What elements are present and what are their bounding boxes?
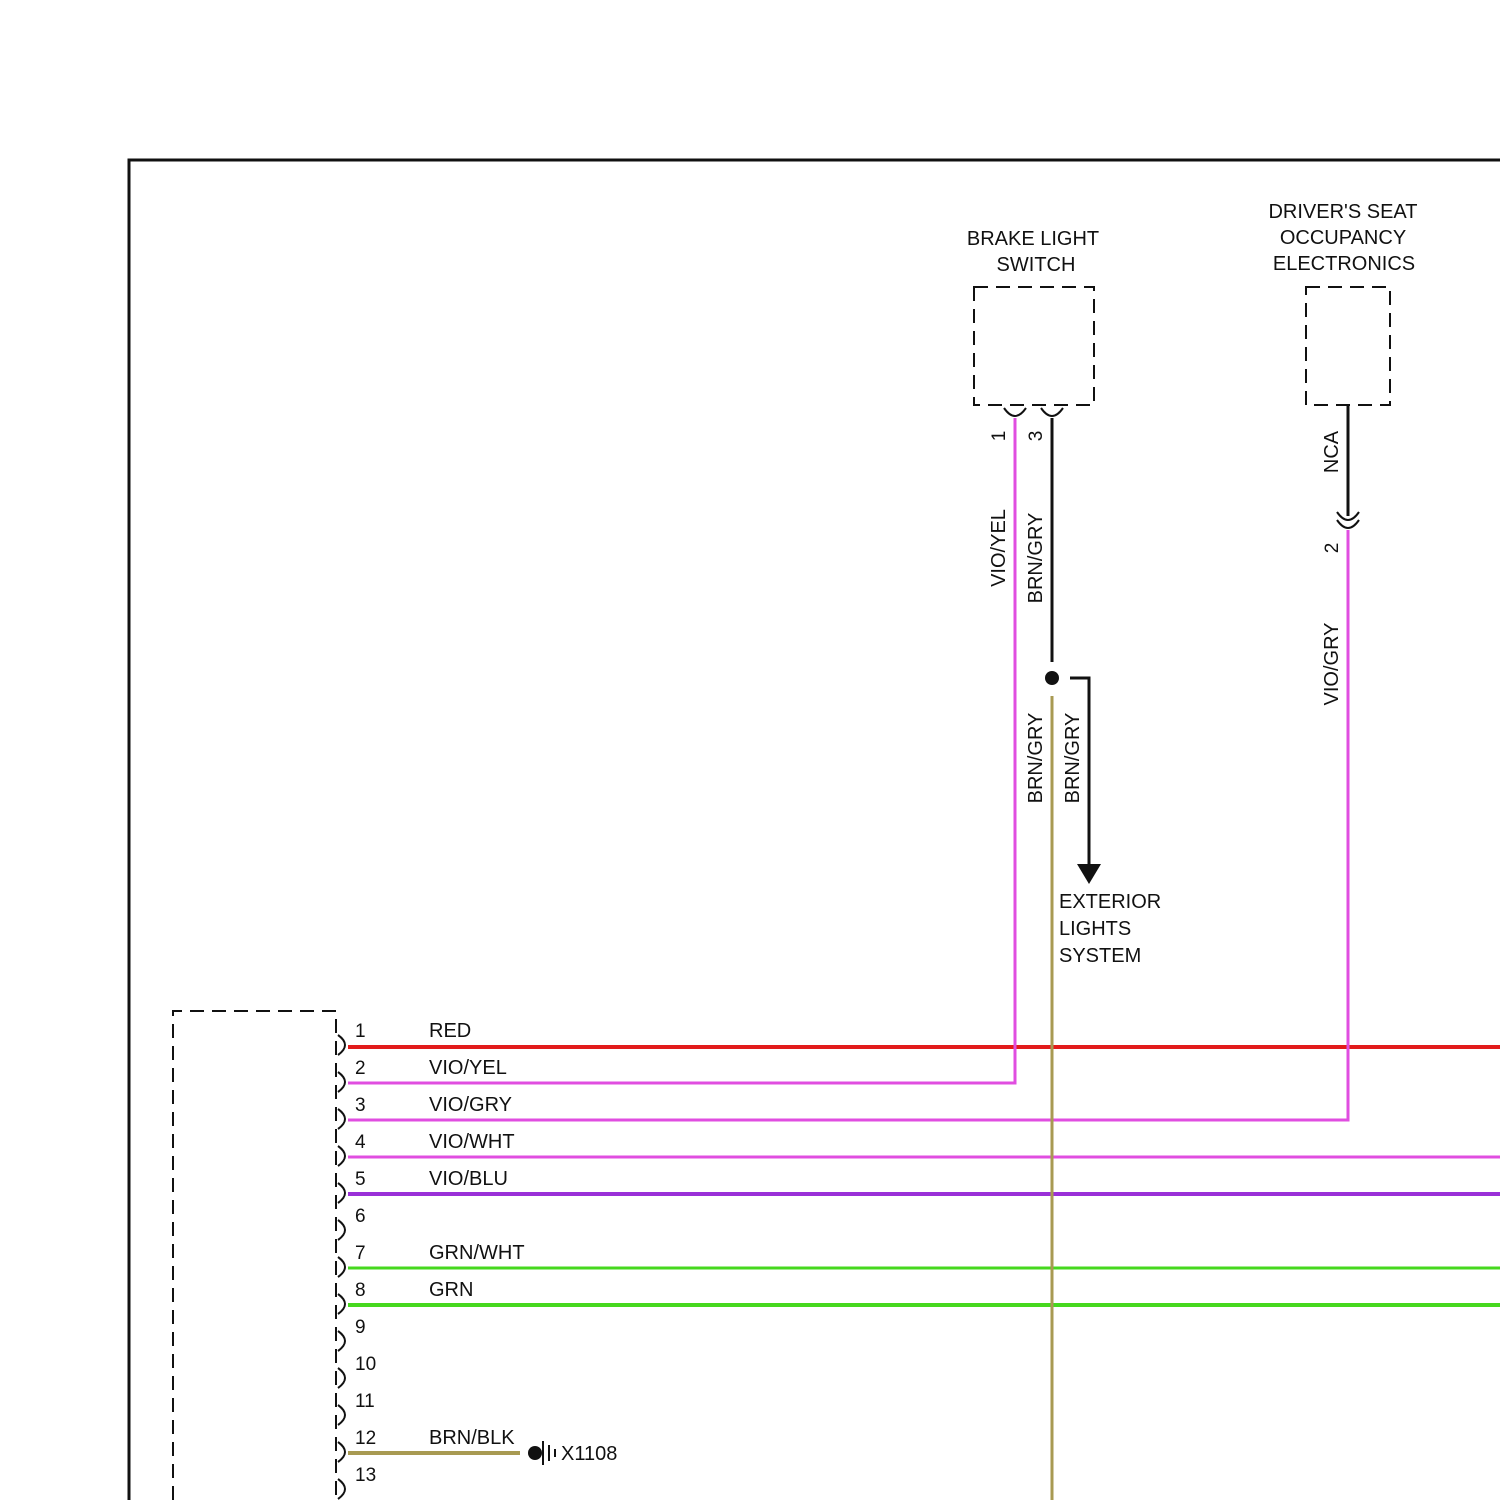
- connector-pin-1-number: 1: [355, 1021, 366, 1042]
- connector-pin-5-symbol: [338, 1183, 345, 1203]
- connector-pin-2-wire-label: VIO/YEL: [429, 1057, 507, 1079]
- seat-pin2-number: 2: [1322, 543, 1343, 554]
- brake-pin1-number: 1: [989, 431, 1010, 442]
- diagram-frame: [129, 160, 1500, 1500]
- connector-pin-7-symbol: [338, 1257, 345, 1277]
- seat-wire-label: VIO/GRY: [1321, 623, 1343, 706]
- brake-pin1-connector-symbol: [1004, 408, 1026, 416]
- ground-dot: [528, 1446, 542, 1460]
- connector-pin-9-number: 9: [355, 1317, 366, 1338]
- connector-pin-2-number: 2: [355, 1058, 366, 1079]
- exterior-lights-label-1: EXTERIOR: [1059, 891, 1161, 913]
- connector-pin-4-wire-label: VIO/WHT: [429, 1131, 515, 1153]
- exterior-lights-arrow: [1077, 864, 1101, 884]
- seat-label-1: DRIVER'S SEAT: [1268, 201, 1417, 223]
- brake-pin3-wire-label: BRN/GRY: [1025, 513, 1047, 604]
- connector-pin-8-wire-label: GRN: [429, 1279, 473, 1301]
- seat-label-2: OCCUPANCY: [1280, 227, 1406, 249]
- seat-nca-label: NCA: [1321, 430, 1343, 473]
- seat-label-3: ELECTRONICS: [1273, 253, 1415, 275]
- connector-pin-4-symbol: [338, 1146, 345, 1166]
- connector-pin-10-number: 10: [355, 1354, 376, 1375]
- connector-pin-7-number: 7: [355, 1243, 366, 1264]
- connector-pin-6-number: 6: [355, 1206, 366, 1227]
- pin3-wire: [348, 530, 1348, 1120]
- connector-pin-2-symbol: [338, 1072, 345, 1092]
- connector-pin-8-symbol: [338, 1294, 345, 1314]
- splice-dot: [1045, 671, 1059, 685]
- exterior-lights-wire-label: BRN/GRY: [1062, 713, 1084, 804]
- brake-pin3-number: 3: [1026, 431, 1047, 442]
- connector-pin-6-symbol: [338, 1220, 345, 1240]
- connector-pin-1-symbol: [338, 1035, 345, 1055]
- exterior-lights-label-3: SYSTEM: [1059, 945, 1141, 967]
- brake-pin3-connector-symbol: [1041, 408, 1063, 416]
- module-box: [173, 1011, 336, 1500]
- drivers-seat-occupancy-box: [1306, 287, 1390, 405]
- connector-pin-10-symbol: [338, 1368, 345, 1388]
- brake-pin1-wire-label: VIO/YEL: [988, 509, 1010, 587]
- connector-pin-11-symbol: [338, 1405, 345, 1425]
- connector-pin-12-number: 12: [355, 1428, 376, 1449]
- ground-label: X1108: [561, 1443, 617, 1465]
- pin2-wire: [348, 418, 1015, 1083]
- connector-pin-9-symbol: [338, 1331, 345, 1351]
- trunk-wire-label: BRN/GRY: [1025, 713, 1047, 804]
- connector-pin-12-symbol: [338, 1442, 345, 1462]
- connector-pin-13-number: 13: [355, 1465, 376, 1486]
- connector-pin-11-number: 11: [355, 1391, 375, 1412]
- brake-switch-label-1: BRAKE LIGHT: [967, 228, 1099, 250]
- connector-pin-12-wire-label: BRN/BLK: [429, 1427, 515, 1449]
- connector-pin-13-symbol: [338, 1479, 345, 1499]
- brake-switch-label-2: SWITCH: [997, 254, 1076, 276]
- connector-pin-8-number: 8: [355, 1280, 366, 1301]
- connector-pin-7-wire-label: GRN/WHT: [429, 1242, 525, 1264]
- connector-pin-3-wire-label: VIO/GRY: [429, 1094, 512, 1116]
- connector-pin-5-wire-label: VIO/BLU: [429, 1168, 508, 1190]
- exterior-lights-label-2: LIGHTS: [1059, 918, 1131, 940]
- connector-pin-5-number: 5: [355, 1169, 366, 1190]
- connector-pin-1-wire-label: RED: [429, 1020, 471, 1042]
- brake-light-switch-box: [974, 287, 1094, 405]
- connector-pin-3-symbol: [338, 1109, 345, 1129]
- connector-pin-4-number: 4: [355, 1132, 366, 1153]
- connector-pin-3-number: 3: [355, 1095, 366, 1116]
